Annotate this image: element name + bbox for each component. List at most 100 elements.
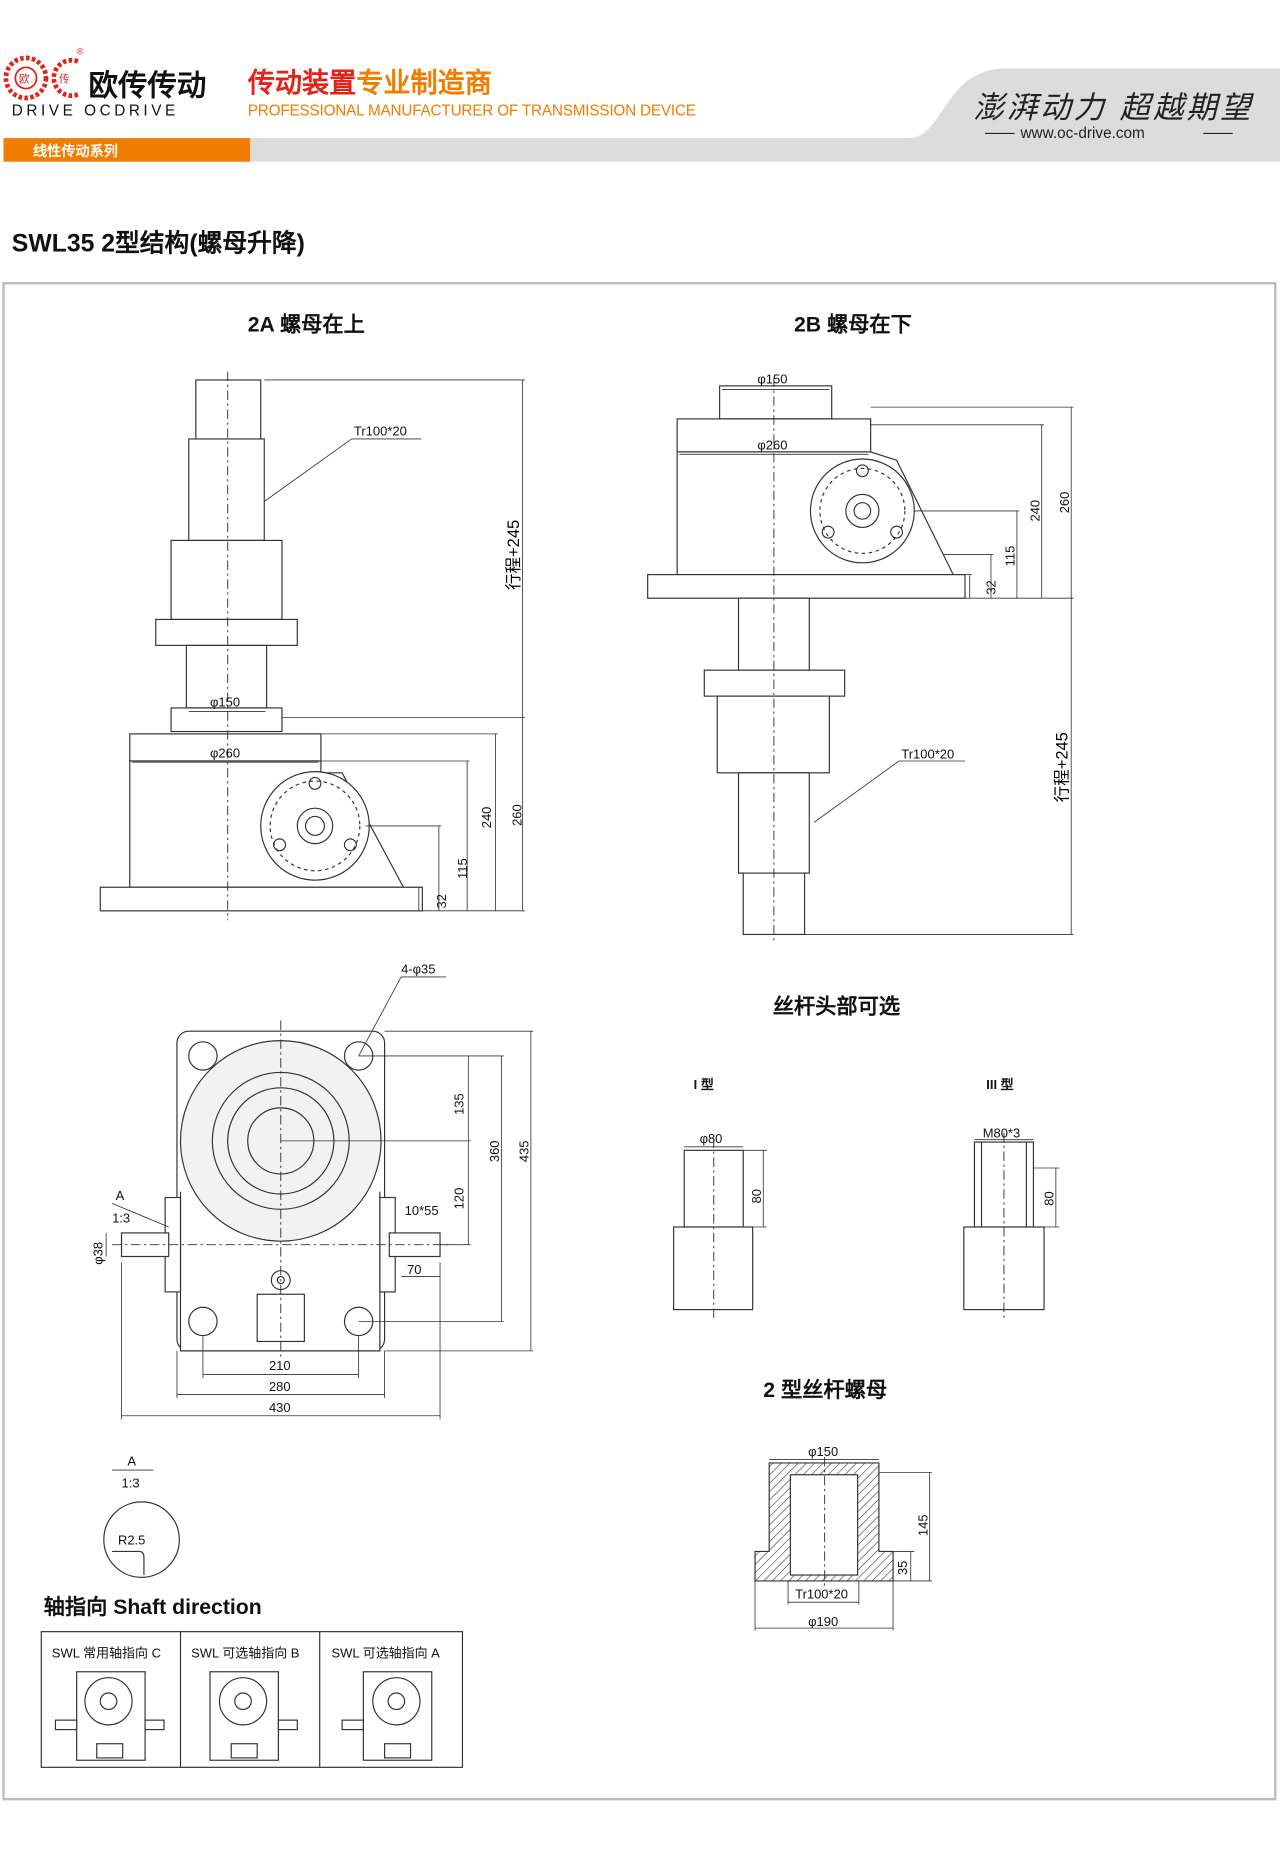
drawing-line [853,502,872,520]
drawing-line [103,1501,180,1578]
dimension-label: 115 [1003,546,1018,567]
shaft-option-a[interactable]: SWL 可选轴指向 A [332,1646,441,1761]
drawing-line [703,669,846,697]
dimension-label: 行程+245 [504,520,523,590]
drawing-line [3,55,49,101]
dimension-label: φ150 [757,372,787,387]
dimension-label: 360 [487,1140,502,1162]
drawing-line [170,707,283,733]
dimension-label: 135 [452,1093,467,1115]
screw-heads: 丝杆头部可选 I 型 III 型 φ80 80 M80*3 80 [673,993,1060,1320]
shaft-direction-title: 轴指向 Shaft direction [44,1594,262,1619]
motto: 澎湃动力 超越期望 [973,91,1255,126]
drawing-line [40,1631,464,1768]
drawing-line [273,838,287,852]
header: 线性传动系列 欧 传 ® 欧传传动 DRIVE OCDRIVE 传动装置专业制造… [3,45,1280,162]
drawing-line [111,1203,169,1228]
dimension-label: 145 [915,1514,930,1536]
dimension-label: 240 [479,807,494,829]
drawing-line [845,493,880,529]
dimension-label: 120 [452,1188,467,1210]
dimension-label: 32 [984,580,999,594]
dimension-label: 10*55 [405,1203,439,1218]
dimension-label: 80 [749,1189,764,1203]
dimension-label: 传动装置 [247,67,357,98]
dimension-label: φ260 [757,438,787,453]
drawing-line [343,838,357,852]
dimension-label: SWL 可选轴指向 A [332,1646,441,1661]
dimension-label: 70 [407,1262,421,1277]
top-view: 4-φ35 135 360 435 120 10*55 70 A 1:3 φ38… [91,961,534,1420]
drawing-2b-title: 2B 螺母在下 [794,312,912,337]
dimension-label: 欧 [19,74,30,86]
drawing-line [890,525,904,539]
brand-en: DRIVE OCDRIVE [12,103,179,120]
drawing-line [789,1474,859,1576]
dimension-label: 115 [455,858,470,879]
dimension-label: φ190 [808,1614,838,1629]
drawing-line [96,1743,124,1759]
drawing-line [112,1550,145,1576]
page-title: SWL35 2型结构(螺母升降) [12,229,305,257]
dimension-label: 行程+245 [1053,732,1072,802]
dimension-label: φ38 [91,1242,106,1265]
dimension-label: 35 [895,1561,910,1575]
logo: 欧 传 ® [3,45,84,101]
dimension-label: 1:3 [112,1210,130,1225]
drawing-line [155,618,298,646]
dimension-label: 4-φ35 [401,961,435,976]
drawing-line [647,574,966,599]
dimension-label: III 型 [986,1077,1013,1092]
drawing-line [84,1677,133,1726]
shaft-option-c[interactable]: SWL 常用轴指向 C [52,1646,165,1761]
drawing-frame [2,282,1277,1801]
dimension-label: A [127,1453,136,1468]
drawing-line [234,1692,252,1711]
nut-section: 2 型丝杆螺母 φ150 145 35 Tr100*20 φ190 [754,1377,932,1631]
header-band [250,68,1280,162]
dimension-label: 240 [1027,500,1042,522]
dimension-label: 430 [269,1400,291,1415]
slogan-cn: 传动装置专业制造商 [247,67,492,98]
drawing-line [218,1677,268,1726]
website[interactable]: www.oc-drive.com [1019,125,1144,142]
dimension-label: 丝杆头部可选 [773,993,901,1018]
drawing-line [269,780,361,872]
drawing-line [99,1692,118,1711]
dimension-label: SWL 可选轴指向 B [191,1646,299,1661]
dimension-label: 传 [59,74,70,86]
dimension-label: φ260 [210,745,240,760]
dimension-label: Tr100*20 [795,1587,848,1602]
dimension-label: 280 [269,1379,291,1394]
dimension-label: φ150 [210,695,240,710]
drawing-line [51,57,79,99]
drawing-line [384,1743,412,1759]
dimension-label: 2 型丝杆螺母 [763,1377,887,1402]
drawing-line [129,733,322,762]
shaft-direction: 轴指向 Shaft direction SWL 常用轴指向 C SWL 可选轴指… [40,1594,464,1768]
drawing-line [855,464,869,478]
drawing-line [813,760,900,823]
detail-a: A 1:3 R2.5 [103,1453,180,1578]
dimension-label: R2.5 [118,1532,145,1547]
drawing-line [358,976,402,1057]
drawing-line [716,695,830,774]
drawing-2b: 2B 螺母在下 φ150 φ260 240 260 115 32 Tr100*2… [647,312,1074,944]
drawing-line [809,458,915,564]
dimension-label: M80*3 [983,1125,1021,1140]
shaft-option-b[interactable]: SWL 可选轴指向 B [191,1646,299,1761]
dimension-label: A [116,1188,125,1203]
dimension-label: 210 [269,1358,291,1373]
drawing-line [188,438,265,541]
dimension-label: Tr100*20 [354,423,407,438]
series-tab-bg [3,138,251,162]
drawing-2a-title: 2A 螺母在上 [248,312,365,337]
series-tab[interactable]: 线性传动系列 [33,143,118,159]
brand-cn: 欧传传动 [88,70,206,103]
dimension-label: SWL 常用轴指向 C [52,1646,161,1661]
drawing-line [170,539,283,621]
dimension-label: φ150 [808,1444,838,1459]
drawing-line [99,886,423,912]
drawing-line [277,1719,298,1731]
drawing-line [144,1719,165,1731]
